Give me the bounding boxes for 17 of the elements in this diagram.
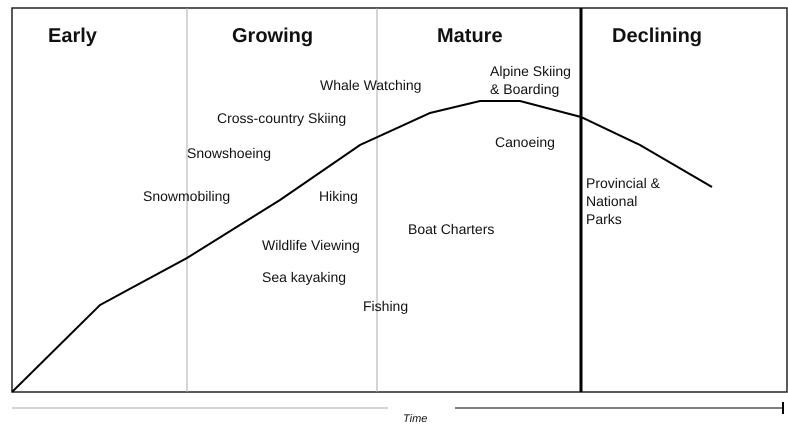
activity-label: Fishing [363, 297, 408, 315]
stage-heading: Declining [612, 24, 702, 48]
activity-label: Cross-country Skiing [217, 109, 346, 127]
stage-heading: Growing [232, 24, 314, 48]
activity-label: Snowmobiling [143, 187, 230, 205]
activity-label: Boat Charters [408, 220, 494, 238]
activity-label: Provincial & National Parks [586, 174, 661, 228]
activity-label: Alpine Skiing & Boarding [490, 62, 572, 98]
activity-label: Wildlife Viewing [262, 236, 360, 254]
stage-heading: Mature [437, 24, 503, 48]
stage-heading: Early [48, 24, 97, 48]
axis-label: Time [403, 413, 428, 425]
activity-label: Snowshoeing [187, 144, 272, 162]
activity-label: Canoeing [495, 133, 555, 151]
activity-label: Whale Watching [320, 76, 422, 94]
activity-label: Hiking [319, 187, 358, 205]
activity-label: Sea kayaking [262, 268, 346, 286]
